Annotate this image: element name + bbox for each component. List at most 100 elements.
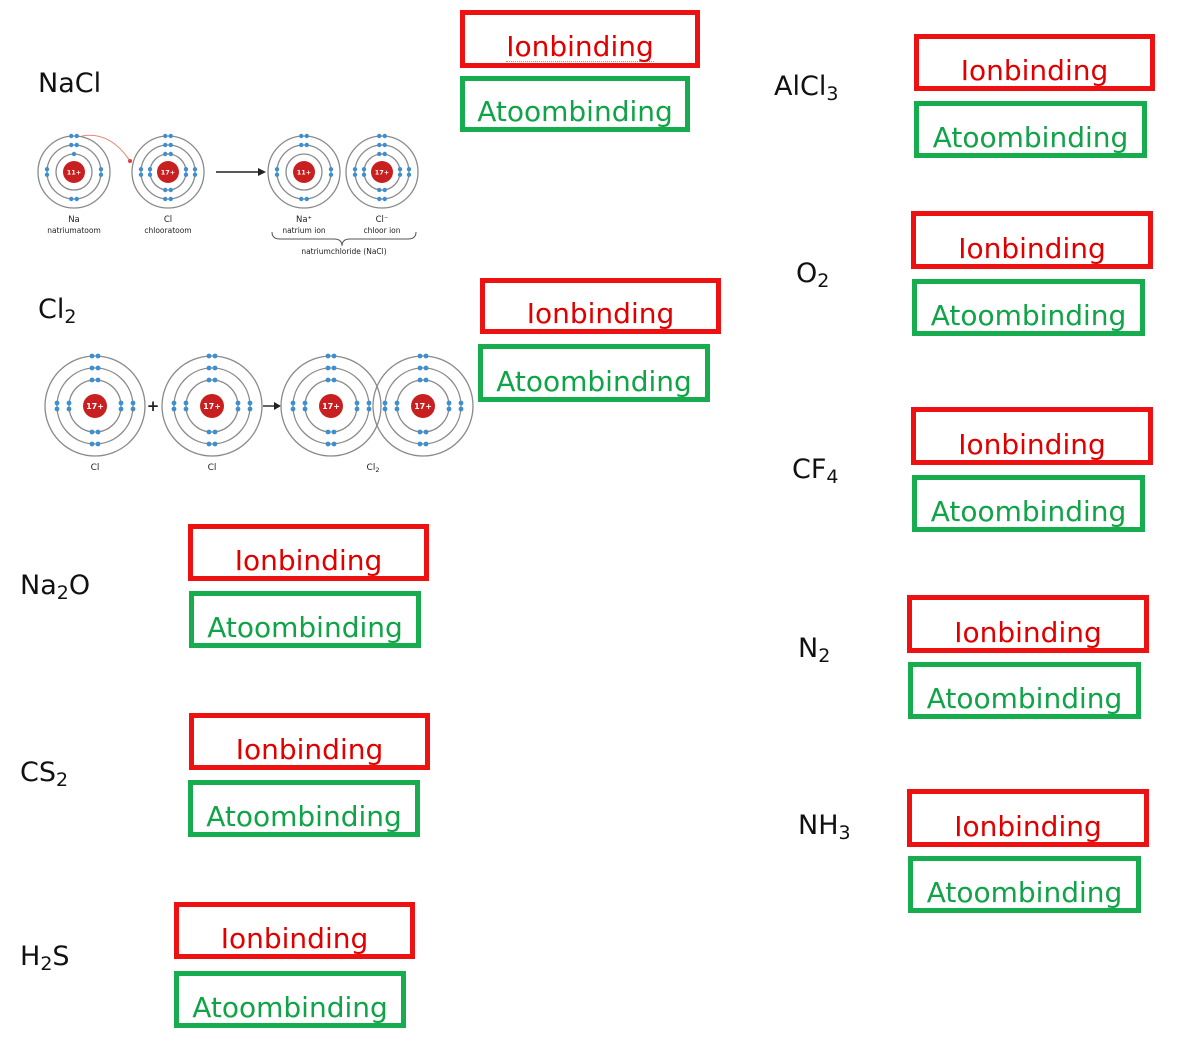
shell-2: [140, 144, 196, 200]
electron: [138, 167, 144, 172]
electron: [247, 406, 253, 412]
electron: [377, 142, 382, 148]
electron: [168, 196, 173, 202]
nucleus-charge: 17+: [322, 402, 340, 411]
formula-h2s: H2S: [20, 941, 70, 975]
cl2-atoombinding-button[interactable]: Atoombinding: [478, 344, 710, 402]
electron: [89, 429, 95, 435]
nucleus-charge: 11+: [297, 168, 312, 176]
electron: [95, 365, 101, 371]
shell-1: [37, 135, 111, 209]
nucleus-charge: 17+: [203, 402, 221, 411]
nh3-atoombinding-button[interactable]: Atoombinding: [908, 856, 1141, 913]
electron: [95, 429, 101, 435]
cf4-atoombinding-button[interactable]: Atoombinding: [912, 475, 1145, 532]
electron: [206, 377, 212, 383]
shell-1: [44, 355, 146, 457]
formula-nh3: NH3: [798, 810, 851, 844]
electron: [423, 377, 429, 383]
electron: [325, 429, 331, 435]
n2-ionbinding-button[interactable]: Ionbinding: [907, 595, 1149, 653]
electron: [98, 167, 104, 172]
o2-atoombinding-button[interactable]: Atoombinding: [912, 279, 1145, 336]
electron: [89, 353, 95, 359]
electron: [382, 196, 387, 202]
electron: [406, 167, 412, 172]
electron: [299, 133, 304, 139]
electron: [168, 142, 173, 148]
h2s-atoombinding-button[interactable]: Atoombinding: [174, 971, 406, 1028]
electron: [206, 429, 212, 435]
electron: [328, 172, 334, 177]
electron: [274, 172, 280, 177]
nucleus: [371, 161, 393, 183]
formula-cf4: CF4: [792, 454, 839, 488]
electron: [331, 353, 337, 359]
cs2-ionbinding-button[interactable]: Ionbinding: [189, 713, 430, 770]
electron: [352, 167, 358, 172]
na-ion-label: Na⁺: [296, 215, 312, 225]
electron: [417, 377, 423, 383]
nacl-atoombinding-button[interactable]: Atoombinding: [460, 76, 690, 132]
alcl3-ionbinding-button[interactable]: Ionbinding: [914, 34, 1155, 91]
shell-3: [363, 153, 401, 191]
electron: [325, 353, 331, 359]
shell-2: [292, 367, 370, 445]
cf4-ionbinding-button[interactable]: Ionbinding: [911, 407, 1153, 465]
electron: [302, 400, 308, 406]
electron: [206, 441, 212, 447]
electron: [382, 406, 388, 412]
shell-2: [276, 144, 332, 200]
electron: [299, 196, 304, 202]
cl-label-2: Cl: [208, 463, 217, 473]
nucleus: [293, 161, 315, 183]
n2-atoombinding-button[interactable]: Atoombinding: [908, 662, 1141, 719]
electron: [71, 151, 77, 157]
electron: [382, 400, 388, 406]
electron: [66, 406, 72, 412]
electron: [163, 142, 168, 148]
na2o-atoombinding-button[interactable]: Atoombinding: [189, 591, 421, 648]
cl-ion: 17+: [345, 133, 419, 209]
electron: [377, 187, 382, 193]
shell-2: [384, 367, 462, 445]
shell-3: [68, 379, 122, 433]
electron: [331, 365, 337, 371]
electron: [212, 441, 218, 447]
shell-1: [280, 355, 382, 457]
electron: [361, 167, 367, 172]
electron: [366, 400, 372, 406]
formula-na2o: Na2O: [20, 570, 91, 604]
product-bracket: [271, 231, 417, 247]
cl2-ionbinding-button[interactable]: Ionbinding: [480, 278, 721, 334]
cl-ion-caption: chloor ion: [363, 226, 400, 235]
h2s-ionbinding-button[interactable]: Ionbinding: [174, 902, 415, 959]
shell-3: [285, 153, 323, 191]
plus-sign: +: [147, 397, 160, 415]
electron: [382, 187, 387, 193]
electron: [147, 167, 153, 172]
nucleus-charge: 17+: [161, 168, 176, 176]
electron: [382, 142, 387, 148]
o2-ionbinding-button[interactable]: Ionbinding: [911, 211, 1153, 269]
electron: [74, 142, 79, 148]
electron: [352, 172, 358, 177]
electron: [394, 406, 400, 412]
alcl3-atoombinding-button[interactable]: Atoombinding: [914, 101, 1147, 158]
electron: [290, 406, 296, 412]
na2o-ionbinding-button[interactable]: Ionbinding: [188, 524, 429, 581]
nucleus: [319, 394, 343, 418]
electron: [163, 151, 168, 157]
cs2-atoombinding-button[interactable]: Atoombinding: [188, 780, 420, 837]
nh3-ionbinding-button[interactable]: Ionbinding: [907, 789, 1149, 847]
cl-atom-caption: chlooratoom: [144, 226, 191, 235]
electron: [89, 377, 95, 383]
nacl-ionbinding-button[interactable]: Ionbinding: [460, 10, 700, 68]
electron: [423, 441, 429, 447]
electron: [130, 406, 136, 412]
reaction-arrowhead: [274, 402, 281, 410]
electron: [325, 441, 331, 447]
electron: [354, 406, 360, 412]
cl2-molecule-label: Cl2: [367, 463, 380, 474]
electron: [331, 429, 337, 435]
